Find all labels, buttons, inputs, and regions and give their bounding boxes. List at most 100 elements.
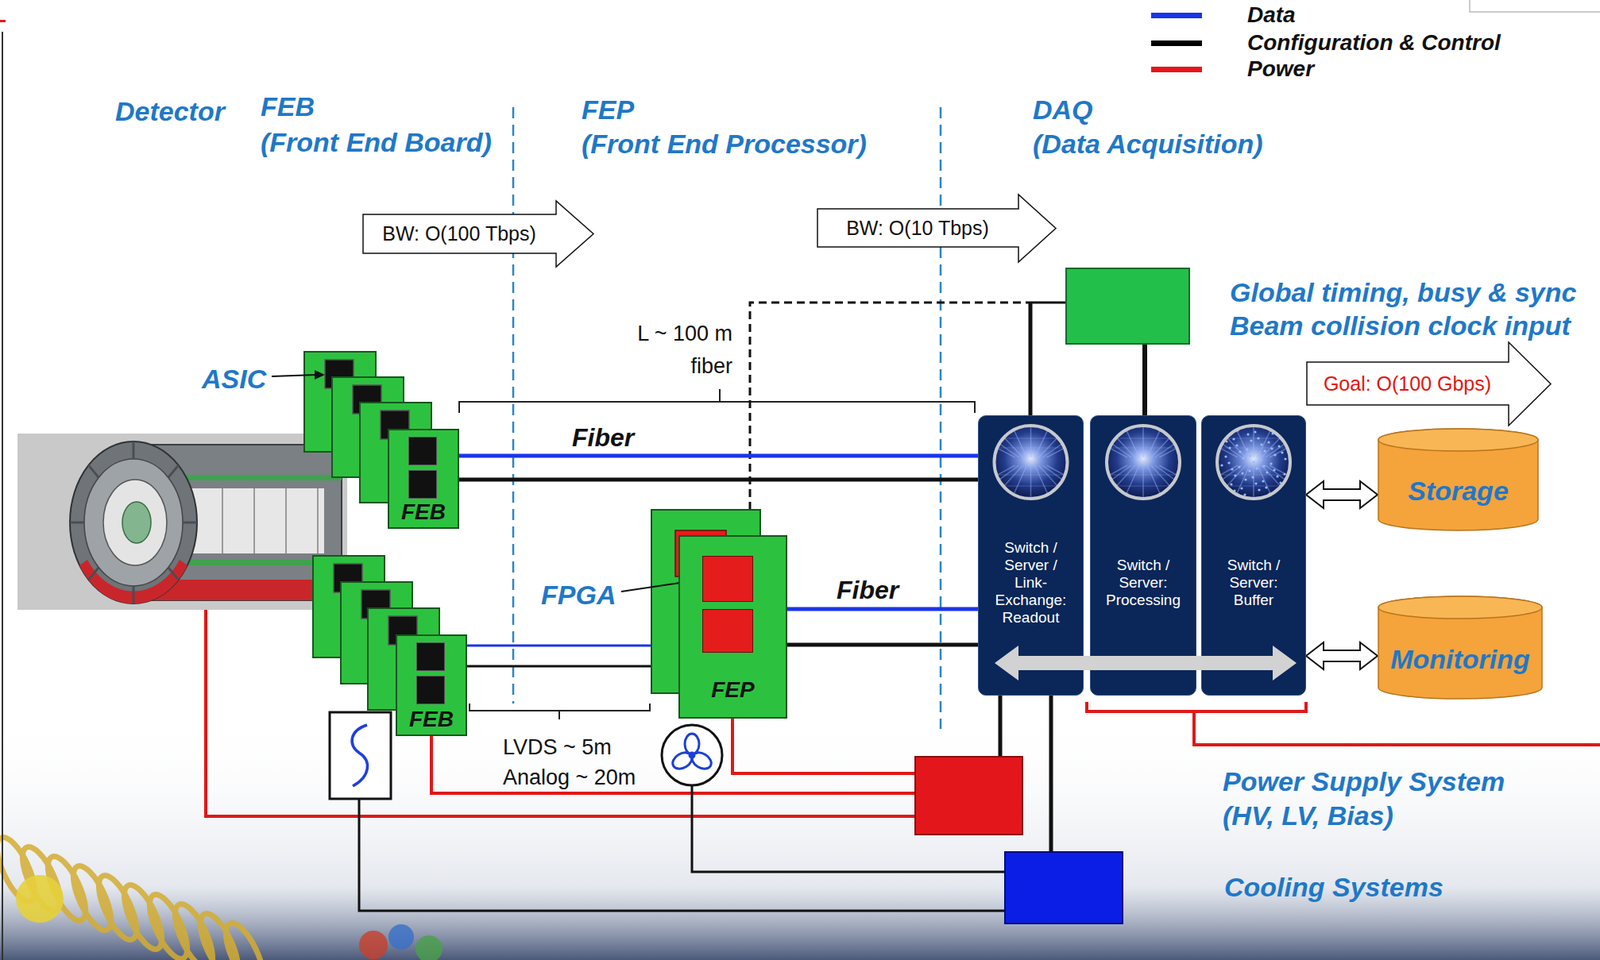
data-dot [1225, 491, 1229, 495]
label-slot: Detector [115, 96, 225, 128]
data-dot [1229, 483, 1233, 486]
connector [467, 645, 679, 647]
cylinder-text: Storage [1407, 475, 1509, 507]
label-slot: (HV, LV, Bias) [1222, 800, 1394, 832]
fan-symbol [669, 734, 715, 773]
cylinder-shape [1378, 596, 1543, 700]
detector-illustration [69, 441, 198, 604]
arrow-text-box: Goal: O(100 Gbps) [1306, 362, 1509, 406]
detector-illustration [17, 433, 348, 611]
length-note: fiber [690, 354, 733, 379]
label-slot: FPGA [541, 579, 616, 611]
data-dot [1278, 429, 1281, 433]
arrow-text-box: BW: O(100 Tbps) [362, 214, 557, 254]
data-dot [1230, 467, 1233, 471]
edge-label-slot: Fiber [836, 576, 899, 605]
part-label: ASIC [201, 363, 267, 395]
server-panel: Switch / Server / Link-Exchange: Readout [977, 415, 1084, 696]
column-subheading: (Data Acquisition) [1032, 128, 1264, 160]
power-wire [1194, 711, 1600, 746]
server-room-picture [1106, 425, 1180, 499]
server-rack-line [1105, 425, 1136, 458]
legend-swatch [1151, 66, 1202, 73]
data-dot [1280, 451, 1284, 454]
detector-illustration [88, 465, 99, 479]
server-rack-line [993, 475, 1067, 476]
server-rack-line [1252, 465, 1255, 499]
server-rack-line [1217, 448, 1291, 449]
server-room-picture [1106, 425, 1180, 499]
data-dot [1237, 465, 1241, 468]
detector-illustration [84, 459, 183, 587]
server-rack-line [1252, 425, 1255, 458]
backdrop [0, 714, 1600, 960]
server-rack-line [993, 448, 1067, 449]
server-rack-line [1151, 465, 1182, 499]
power-supply-box [915, 757, 1023, 835]
data-dot [1238, 450, 1241, 453]
span-bracket [459, 401, 975, 414]
bandwidth-text: BW: O(100 Tbps) [382, 222, 537, 246]
data-dot [1262, 464, 1265, 468]
data-dot [1254, 482, 1257, 485]
data-dot [1227, 461, 1230, 464]
label-slot: (Front End Board) [260, 127, 492, 159]
stage-divider [513, 107, 941, 730]
page-frame [1469, 0, 1600, 12]
label-slot: Beam collision clock input [1229, 310, 1571, 342]
data-dot [1248, 454, 1252, 457]
label-slot: FEB [260, 91, 315, 123]
server-rack-line [1261, 465, 1292, 499]
server-panel: Switch / Server: Buffer [1201, 415, 1307, 696]
column-subheading: (Front End Processor) [581, 128, 867, 160]
data-dot [1224, 455, 1227, 458]
control-wire [1049, 695, 1054, 853]
front-end-processor: FEP [678, 535, 788, 719]
server-rack-line [1038, 465, 1069, 499]
signal-line [459, 454, 978, 459]
arrow-outline [817, 194, 1056, 263]
data-dot [1273, 453, 1276, 457]
data-dot [1218, 427, 1222, 430]
fan-symbol [688, 749, 715, 773]
server-rack-line [1029, 425, 1032, 458]
server-rack-line [1215, 425, 1246, 458]
timing-wire [749, 268, 1190, 511]
length-note: L ~ 100 m [637, 321, 733, 347]
data-dot [1220, 463, 1223, 467]
front-end-board: FEB [395, 634, 468, 737]
cylinder-text-box: Storage [1377, 456, 1539, 528]
double-arrow [1306, 642, 1378, 670]
detector-illustration [168, 465, 179, 479]
data-dot [1269, 462, 1272, 465]
panel-text-box: Switch / Server / Link-Exchange: Readout [989, 527, 1072, 639]
particle-balls [15, 875, 443, 960]
fan-symbol [661, 725, 723, 786]
data-dot [1245, 448, 1249, 451]
legend-swatch [1151, 12, 1202, 19]
panel-text: Switch / Server / Link-Exchange: Readout [989, 539, 1072, 627]
chip [702, 556, 754, 603]
timing-label: Global timing, busy & sync [1229, 277, 1577, 309]
cooling-label: Cooling Systems [1224, 872, 1444, 904]
edge-label-slot: Fiber [571, 424, 634, 453]
fan-symbol [684, 734, 700, 755]
arrow-text-box: BW: O(10 Tbps) [816, 208, 1019, 248]
server-rack-line [1105, 465, 1136, 499]
chip [702, 609, 754, 654]
board-label-box: FEP [680, 677, 786, 704]
data-dot [1265, 471, 1268, 474]
data-dot [1275, 475, 1279, 478]
board-name: FEB [409, 707, 454, 733]
timing-wire [1030, 301, 1067, 305]
fan-symbol [669, 749, 696, 773]
connector [1306, 481, 1378, 509]
data-dot [1241, 456, 1245, 460]
power-label: (HV, LV, Bias) [1222, 800, 1394, 832]
legend-text: Configuration & Control [1247, 30, 1501, 56]
server-rack-line [1106, 448, 1180, 449]
label-slot: (Front End Processor) [581, 128, 867, 160]
control-wire [359, 799, 1005, 912]
spring-decoration [218, 918, 271, 960]
